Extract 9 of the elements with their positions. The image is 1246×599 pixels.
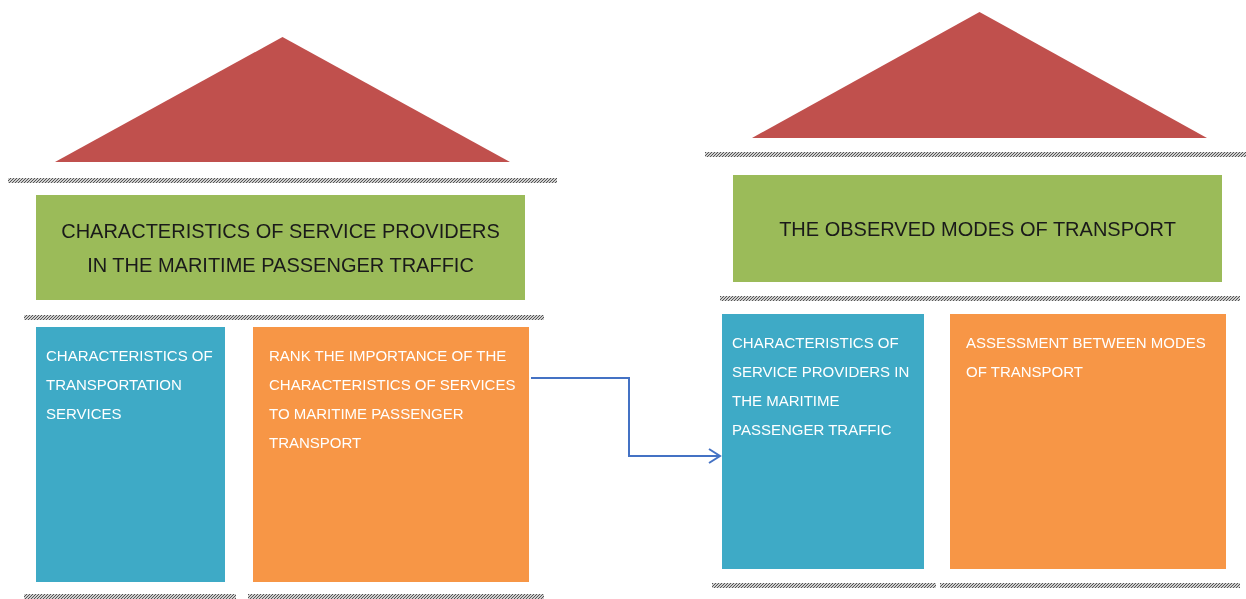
heading-box: THE OBSERVED MODES OF TRANSPORT <box>733 175 1222 282</box>
content-box: ASSESSMENT BETWEEN MODES OF TRANSPORT <box>950 314 1226 569</box>
content-box: CHARACTERISTICS OF SERVICE PROVIDERS IN THE MARITIME PASSENGER TRAFFIC <box>722 314 924 569</box>
content-box: RANK THE IMPORTANCE OF THE CHARACTERISTICS OF SERVICES TO MARITIME PASSENGER TRANSPORT <box>253 327 529 582</box>
roof-triangle <box>55 37 510 162</box>
content-box: CHARACTERISTICS OF TRANSPORTATION SERVICES <box>36 327 225 582</box>
arrow <box>530 377 721 464</box>
heading-box: CHARACTERISTICS OF SERVICE PROVIDERS IN THE MARITIME PASSENGER TRAFFIC <box>36 195 525 300</box>
roof-triangle <box>752 12 1207 138</box>
